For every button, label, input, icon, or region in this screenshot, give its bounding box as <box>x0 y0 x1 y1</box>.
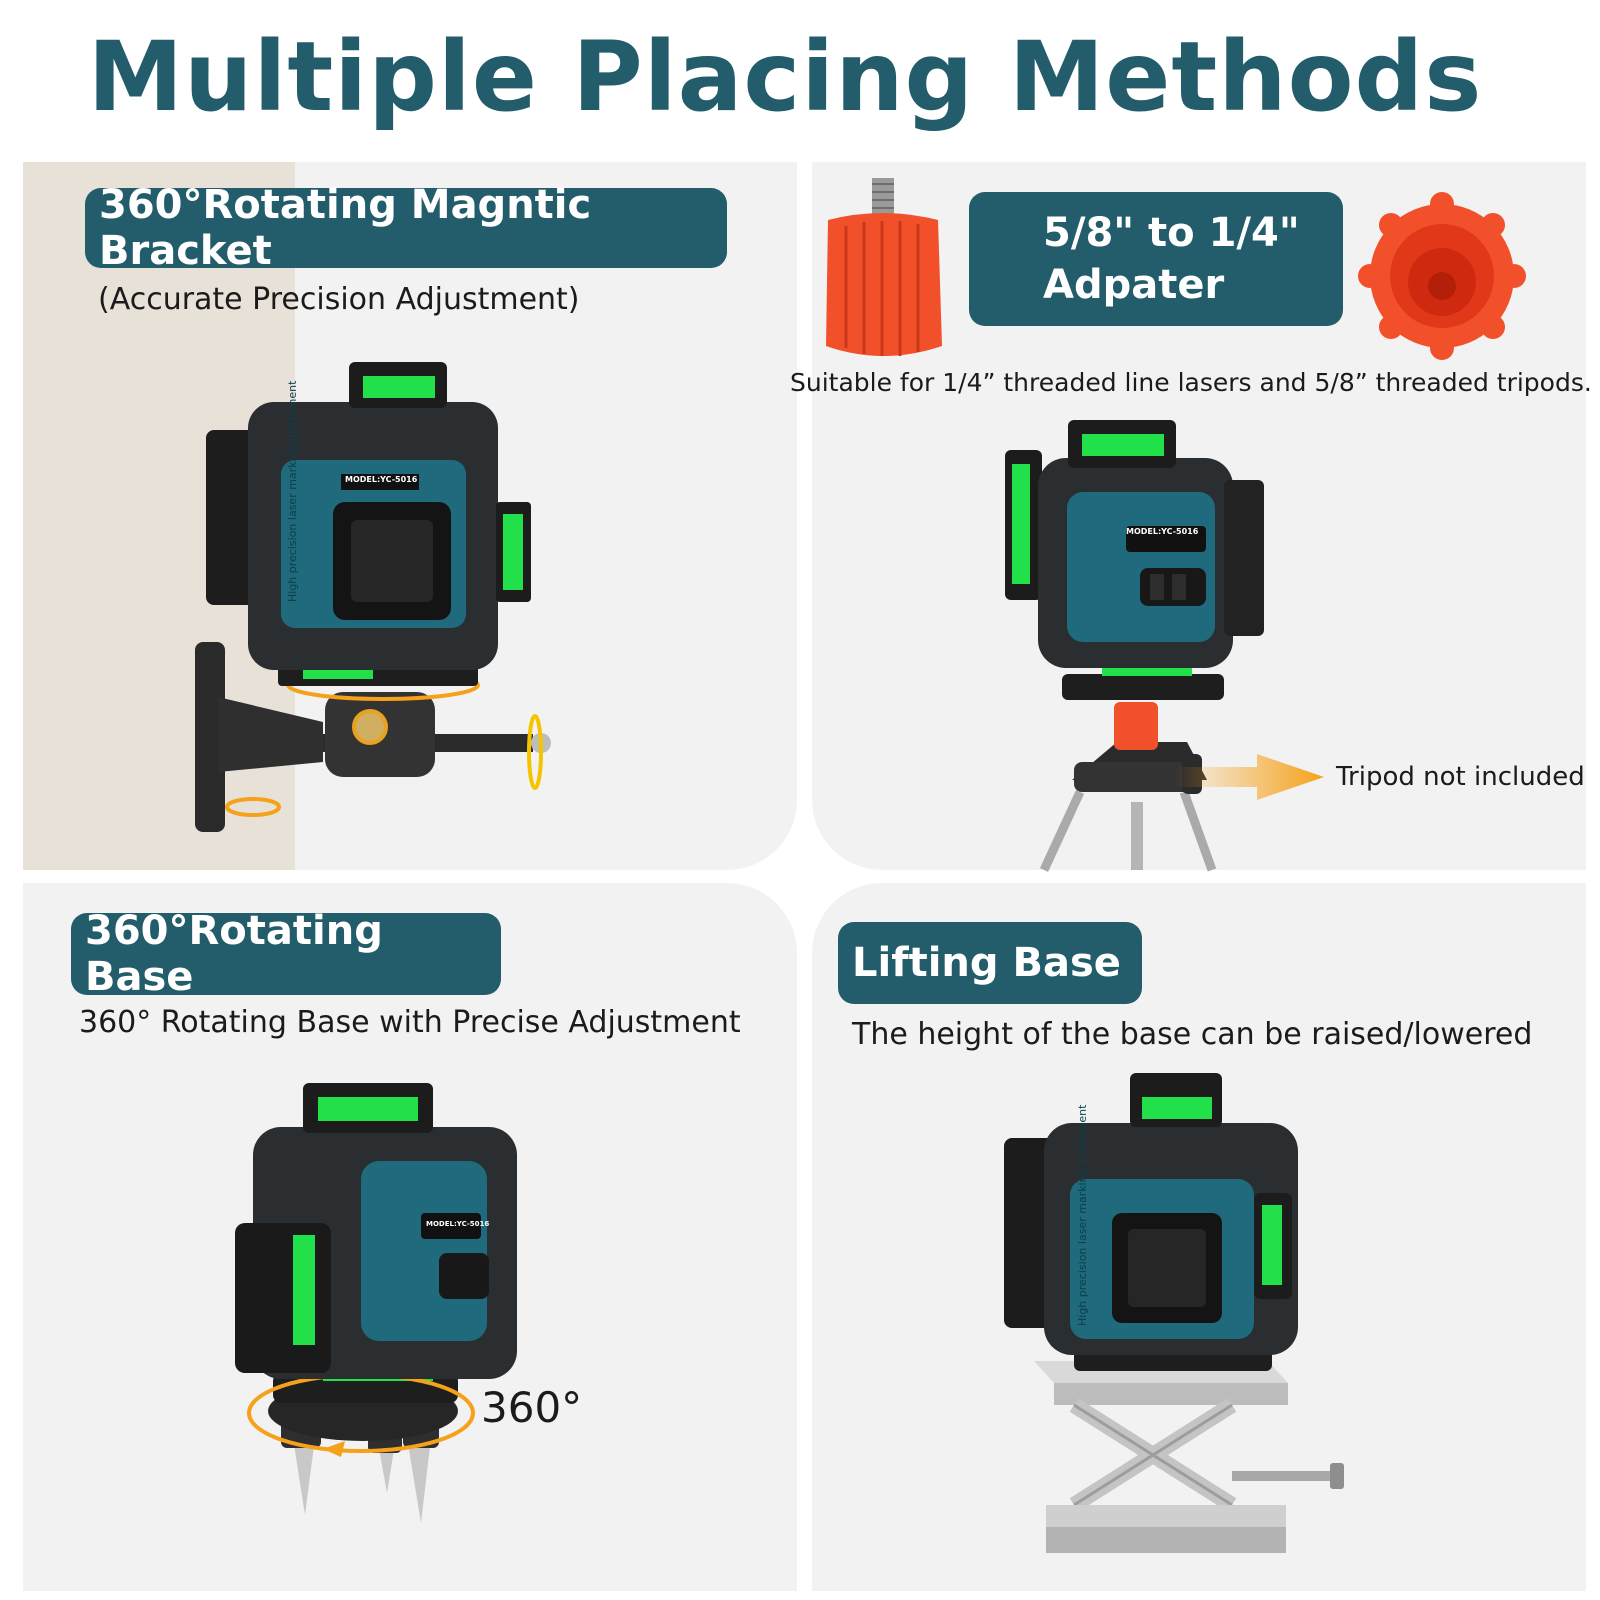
lifting-base-subtitle: The height of the base can be raised/low… <box>852 1017 1533 1052</box>
laser-level-on-lifting-base-image <box>1004 1073 1344 1553</box>
panel-magnetic-bracket: 360°Rotating Magntic Bracket (Accurate P… <box>23 162 797 870</box>
laser-level-on-tripod-image <box>1005 420 1324 872</box>
tripod-note: Tripod not included <box>1336 762 1585 792</box>
lifting-base-badge: Lifting Base <box>838 922 1142 1004</box>
panel-lifting-base: Lifting Base The height of the base can … <box>812 883 1586 1591</box>
magnetic-bracket-subtitle: (Accurate Precision Adjustment) <box>98 282 580 317</box>
rotation-angle-label: 360° <box>481 1383 583 1432</box>
laser-level-on-wall-bracket-image <box>195 362 551 832</box>
panel-adapter: 5/8" to 1/4" Adpater Suitable for 1/4” t… <box>790 162 1592 872</box>
model-label: MODEL:YC-5016 <box>345 475 418 484</box>
rotating-base-badge: 360°Rotating Base <box>71 908 501 1000</box>
adapter-cap-image <box>1358 192 1526 360</box>
page-title: Multiple Placing Methods <box>87 21 1483 133</box>
model-label: MODEL:YC-5016 <box>426 1220 490 1228</box>
adapter-screw-image <box>826 178 942 356</box>
side-printed-text: High precision laser marking instrument <box>1076 1104 1089 1326</box>
rotating-base-subtitle: 360° Rotating Base with Precise Adjustme… <box>79 1005 741 1040</box>
adapter-badge-line2: Adpater <box>1043 262 1225 308</box>
laser-level-on-rotating-base-image <box>235 1083 517 1523</box>
side-printed-text: High precision laser marking instrument <box>286 380 299 602</box>
adapter-subtitle: Suitable for 1/4” threaded line lasers a… <box>790 368 1592 397</box>
adapter-badge-line1: 5/8" to 1/4" <box>1043 210 1300 256</box>
magnetic-bracket-badge: 360°Rotating Magntic Bracket <box>85 182 727 274</box>
model-label: MODEL:YC-5016 <box>1126 527 1199 536</box>
panel-rotating-base: 360°Rotating Base 360° Rotating Base wit… <box>23 883 797 1591</box>
adapter-badge: 5/8" to 1/4" Adpater <box>969 192 1343 326</box>
